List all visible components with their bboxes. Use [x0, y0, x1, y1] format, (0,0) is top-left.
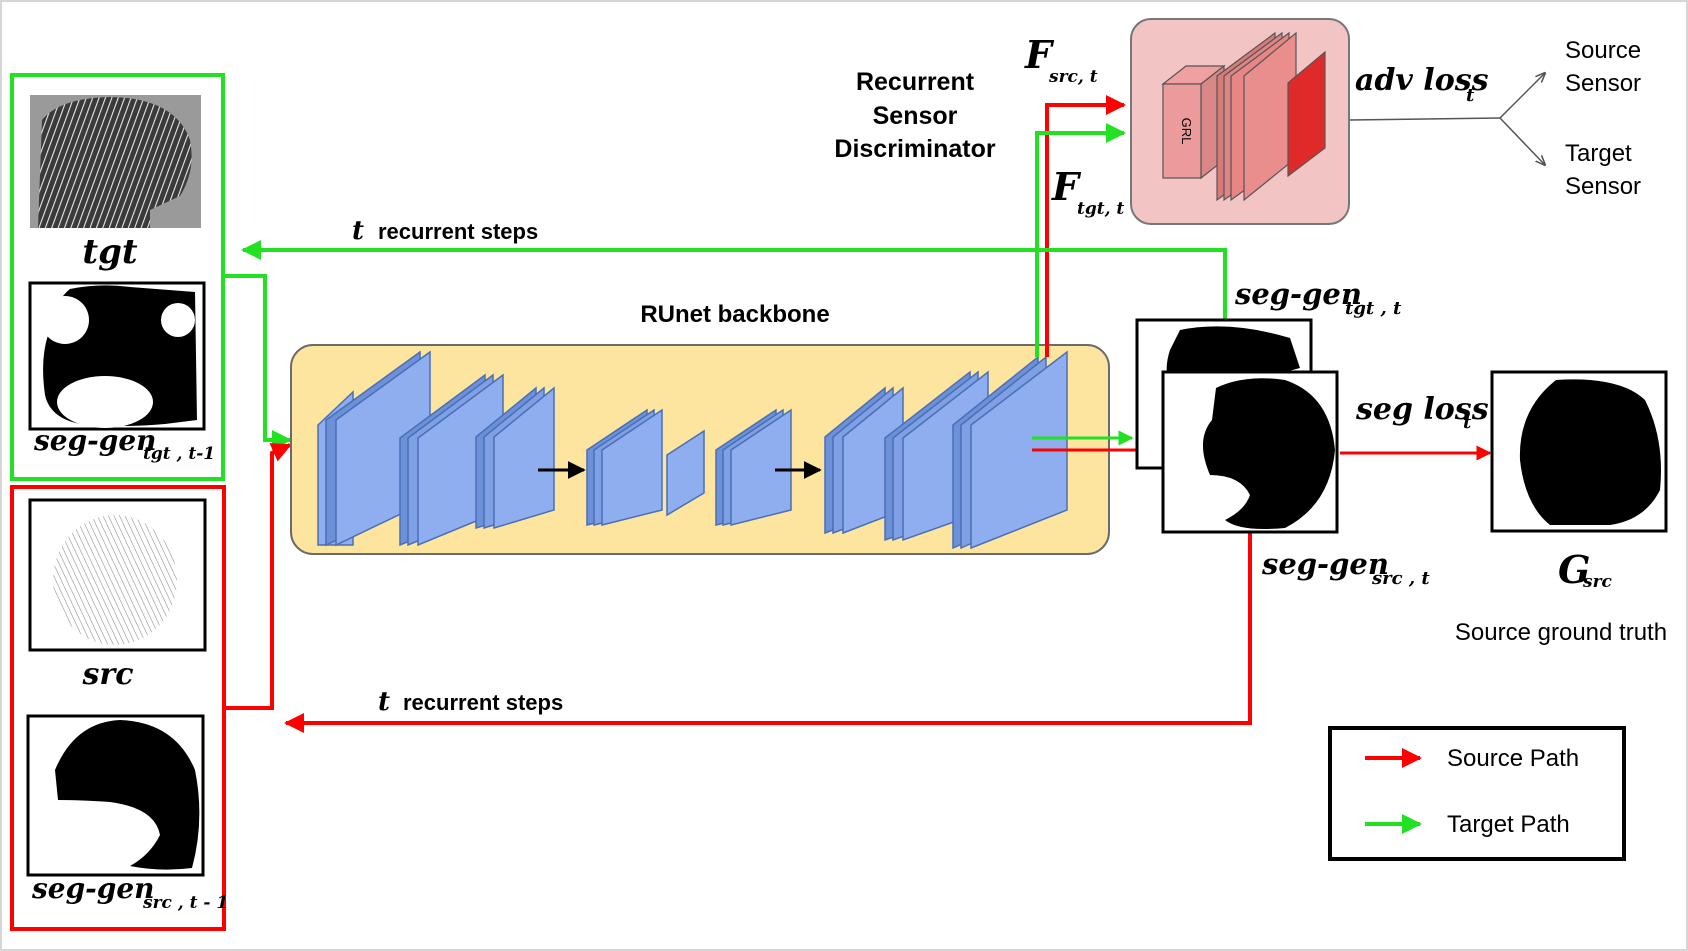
seg-src-prev-mask	[26, 714, 205, 877]
target-sensor-line1: Target	[1565, 140, 1632, 167]
target-input-panel	[10, 73, 225, 481]
layer-block-8	[952, 350, 1068, 550]
grl-layer: GRL	[1161, 64, 1226, 180]
tgt-label: tgt	[82, 232, 137, 272]
seg-tgt-prev-subscript: tgt , t-1	[143, 444, 215, 464]
src-fingerprint-image	[28, 498, 207, 652]
layer-block-4	[586, 408, 663, 526]
ground-truth-mask	[1490, 370, 1668, 533]
adv-output-line	[1349, 117, 1501, 121]
top-recurrent-text: recurrent steps	[378, 219, 538, 244]
layer-block-5	[715, 408, 792, 526]
bottom-recurrent-text: recurrent steps	[403, 690, 563, 715]
src-label: src	[82, 657, 134, 692]
source-input-arrow	[224, 443, 292, 710]
layer-block-3	[475, 386, 555, 530]
seg-tgt-output-subscript: tgt , t	[1345, 298, 1402, 319]
source-sensor-line1: Source	[1565, 37, 1641, 64]
seg-tgt-prev-label: seg-gen	[33, 424, 157, 457]
source-feature-subscript: src, t	[1048, 67, 1098, 87]
source-sensor-branch	[1499, 73, 1545, 119]
seg-tgt-output-label: seg-gen	[1234, 277, 1362, 311]
adv-loss-label: adv loss	[1355, 63, 1489, 98]
legend-target-label: Target Path	[1447, 811, 1570, 838]
seg-loss-subscript: t	[1463, 412, 1472, 433]
target-recurrent-loop	[241, 240, 1227, 320]
target-feature-label: F	[1051, 164, 1082, 209]
tgt-fingerprint-image	[30, 95, 201, 228]
bottleneck-layer	[666, 429, 705, 517]
legend-source-label: Source Path	[1447, 745, 1579, 772]
seg-tgt-prev-mask	[28, 281, 206, 431]
seg-src-output-subscript: src , t	[1371, 568, 1430, 589]
bottom-recurrent-var: t	[378, 687, 390, 717]
encoder-layers	[317, 350, 1068, 550]
source-sensor-line2: Sensor	[1565, 70, 1641, 97]
discriminator-title-3: Discriminator	[834, 135, 995, 163]
ground-truth-caption: Source ground truth	[1455, 619, 1667, 646]
seg-src-output-mask	[1161, 370, 1339, 534]
legend: Source Path Target Path	[1328, 726, 1626, 861]
target-sensor-line2: Sensor	[1565, 173, 1641, 200]
ground-truth-label: G	[1558, 547, 1590, 592]
layer-block-2	[399, 373, 504, 547]
discriminator-title-1: Recurrent	[856, 68, 975, 96]
source-feature-arrow	[1045, 95, 1126, 357]
target-sensor-branch	[1499, 117, 1545, 165]
seg-src-prev-subscript: src , t - 1	[142, 893, 228, 913]
seg-loss-label: seg loss	[1355, 392, 1489, 427]
top-recurrent-var: t	[352, 216, 364, 246]
seg-src-output-label: seg-gen	[1261, 547, 1389, 581]
target-feature-arrow	[1035, 123, 1126, 357]
backbone-title: RUnet backbone	[640, 301, 829, 328]
seg-src-prev-label: seg-gen	[31, 872, 155, 905]
target-feature-subscript: tgt, t	[1077, 199, 1124, 219]
adv-loss-subscript: t	[1466, 85, 1475, 106]
grl-label: GRL	[1179, 118, 1194, 145]
discriminator-layers	[1216, 31, 1326, 202]
ground-truth-subscript: src	[1582, 572, 1613, 592]
target-input-arrow	[224, 274, 292, 450]
source-recurrent-loop	[284, 530, 1252, 733]
discriminator-title-2: Sensor	[873, 102, 958, 130]
source-feature-label: F	[1024, 32, 1055, 77]
